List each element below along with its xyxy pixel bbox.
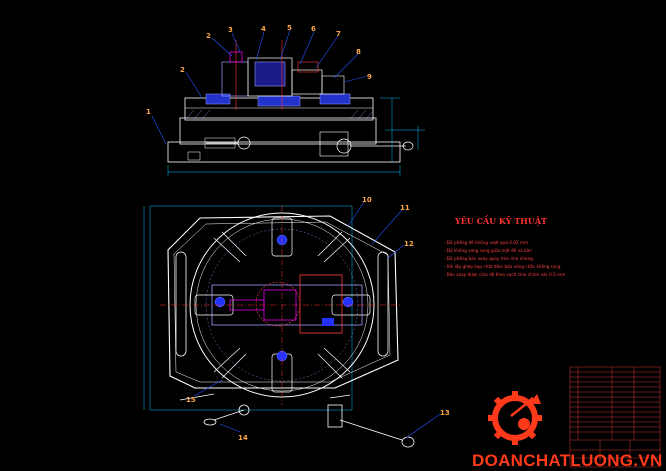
part-label: 12 [404, 240, 414, 248]
watermark-text: DOANCHATLUONG.VN [472, 451, 663, 470]
requirement-line: - Độ không song song giữa mặt đế và bàn [444, 248, 532, 253]
part-label: 15 [186, 396, 196, 404]
requirement-line: - Độ phẳng đế không vượt quá 0.02 mm [444, 240, 528, 245]
part-label: 9 [367, 73, 372, 81]
top-view [143, 205, 415, 448]
part-label: 11 [400, 204, 410, 212]
technical-requirements: YÊU CẦU KỸ THUẬT - Độ phẳng đế không vượ… [444, 216, 565, 277]
part-label: 14 [238, 434, 248, 442]
part-label: 13 [440, 409, 450, 417]
part-labels: 1 2 2 3 4 5 6 7 8 9 10 11 12 13 14 15 [146, 24, 450, 442]
requirement-line: - Độ phẳng bàn xoay quay tròn nhẹ nhàng [444, 256, 533, 261]
part-label: 7 [336, 30, 341, 38]
part-label: 1 [146, 108, 151, 116]
part-label: 6 [311, 25, 316, 33]
gear-icon [488, 391, 542, 445]
watermark-logo: DOANCHATLUONG.VN [472, 391, 663, 470]
requirement-line: - Bàn xoay được chia độ theo vạch chia c… [444, 272, 565, 277]
part-label: 3 [228, 26, 233, 34]
part-label: 8 [356, 48, 361, 56]
part-label: 2 [206, 32, 211, 40]
title-block [569, 366, 661, 468]
part-label: 4 [261, 25, 266, 33]
part-label: 2 [180, 66, 185, 74]
front-view [167, 40, 425, 176]
requirements-title: YÊU CẦU KỸ THUẬT [454, 216, 547, 226]
part-label: 5 [287, 24, 292, 32]
requirement-line: - Khi lắp ghép kẹp chặt đảm bảo vững chắ… [444, 264, 561, 269]
leader-lines [151, 29, 441, 439]
part-label: 10 [362, 196, 372, 204]
